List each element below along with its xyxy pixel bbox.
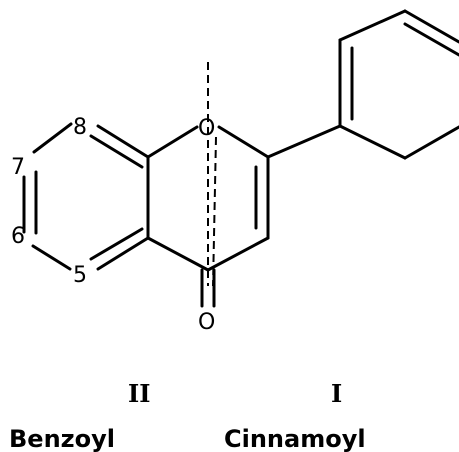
bond-c6-c5 [31,244,72,271]
bond-c3-c4 [206,236,270,272]
position-6-label: 6 [11,224,25,249]
benzoyl-label: Benzoyl [9,425,115,452]
fragment-ii-label: II [128,379,150,408]
atom-labels: O O 8 7 6 5 [11,115,215,335]
bond-c8-c7 [32,122,73,154]
benzo-ring-bonds [22,122,150,271]
position-7-label: 7 [11,155,25,180]
bond-c5-c10-double [89,227,144,261]
cleavage-dashed-line-right [212,136,217,287]
bond-phenyl-bottom [338,124,407,160]
fragment-i-label: I [331,379,342,408]
phenyl-ring-bonds [266,9,459,160]
bond-phenyl-right-lower [403,125,459,160]
bond-phenyl-top [338,9,407,42]
bond-c4-c10 [146,236,210,272]
position-8-label: 8 [73,115,87,140]
bond-c5-c10 [96,236,150,271]
position-5-label: 5 [73,263,87,288]
pyrone-ring-bonds [146,125,270,308]
bond-c8-c9 [96,124,150,159]
cinnamoyl-label: Cinnamoyl [224,425,366,452]
ring-oxygen-label: O [198,116,215,141]
bond-c9-o1 [146,125,199,159]
bond-o1-c2 [217,125,270,159]
bond-phenyl-right-upper [403,9,459,44]
bond-c8-c9-double [89,134,144,169]
molecular-structure: O O 8 7 6 5 [11,9,459,335]
fragmentation-cut-lines [207,62,217,287]
carbonyl-oxygen-label: O [198,310,215,335]
fragment-labels: II I Benzoyl Cinnamoyl [9,379,366,452]
bond-c2-phenyl [266,124,342,159]
bond-phenyl-right-upper-inner [403,22,459,57]
